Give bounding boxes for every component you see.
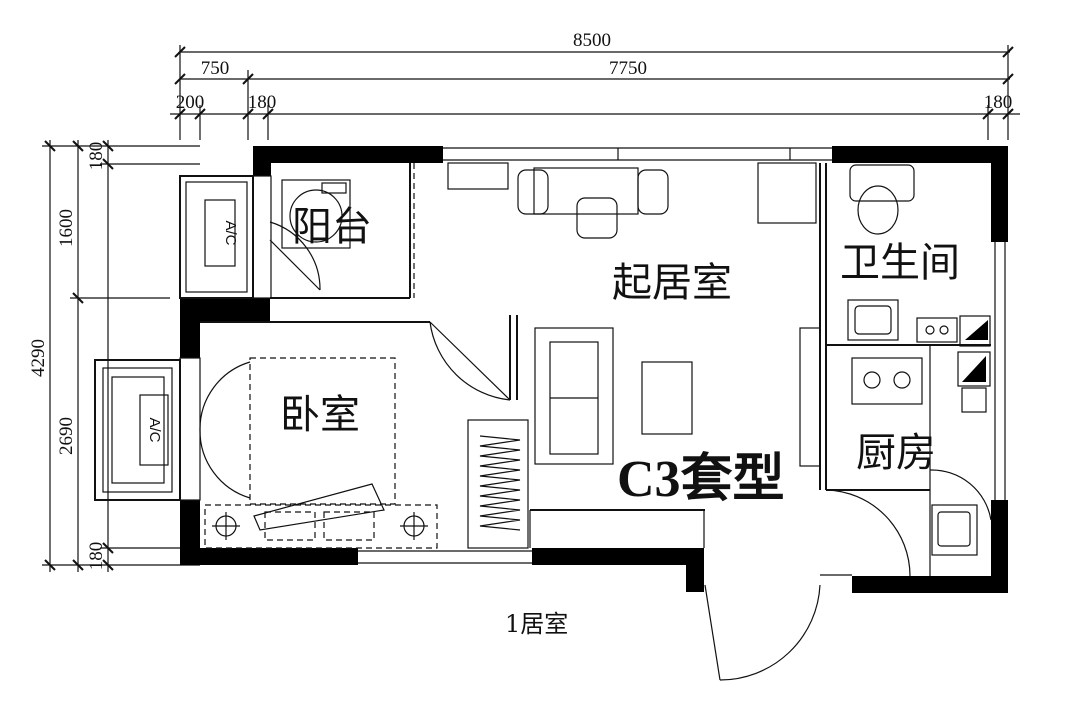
ac-units — [94, 175, 272, 501]
dim-180-right: 180 — [984, 92, 1013, 113]
left-dimensions — [42, 140, 200, 572]
room-label-bedroom: 卧室 — [280, 392, 360, 438]
dim-180-left: 180 — [248, 92, 277, 113]
dim-width-main: 7750 — [609, 58, 647, 79]
windows — [358, 147, 1006, 564]
partitions — [200, 163, 991, 548]
dim-200: 200 — [176, 92, 205, 113]
room-label-kitchen: 厨房 — [856, 430, 936, 476]
ac-label-bedroom: A/C — [146, 417, 163, 442]
dim-2690: 2690 — [56, 417, 77, 455]
room-label-balcony: 阳台 — [292, 204, 372, 250]
dim-4290: 4290 — [28, 339, 49, 377]
dim-overall-width: 8500 — [573, 30, 611, 51]
furniture — [204, 162, 991, 576]
doors — [199, 221, 992, 681]
dim-width-left: 750 — [201, 58, 230, 79]
dim-180-bottom: 180 — [86, 542, 107, 571]
walls — [180, 146, 1008, 593]
room-label-living-room: 起居室 — [612, 260, 732, 306]
plan-subtitle: 1居室 — [505, 610, 568, 638]
plan-title: C3套型 — [617, 450, 785, 508]
dim-1600: 1600 — [56, 209, 77, 247]
dim-180-top: 180 — [86, 142, 107, 171]
room-label-bathroom: 卫生间 — [840, 240, 960, 286]
top-dimensions — [170, 45, 1020, 140]
ac-label-balcony: A/C — [222, 220, 239, 245]
